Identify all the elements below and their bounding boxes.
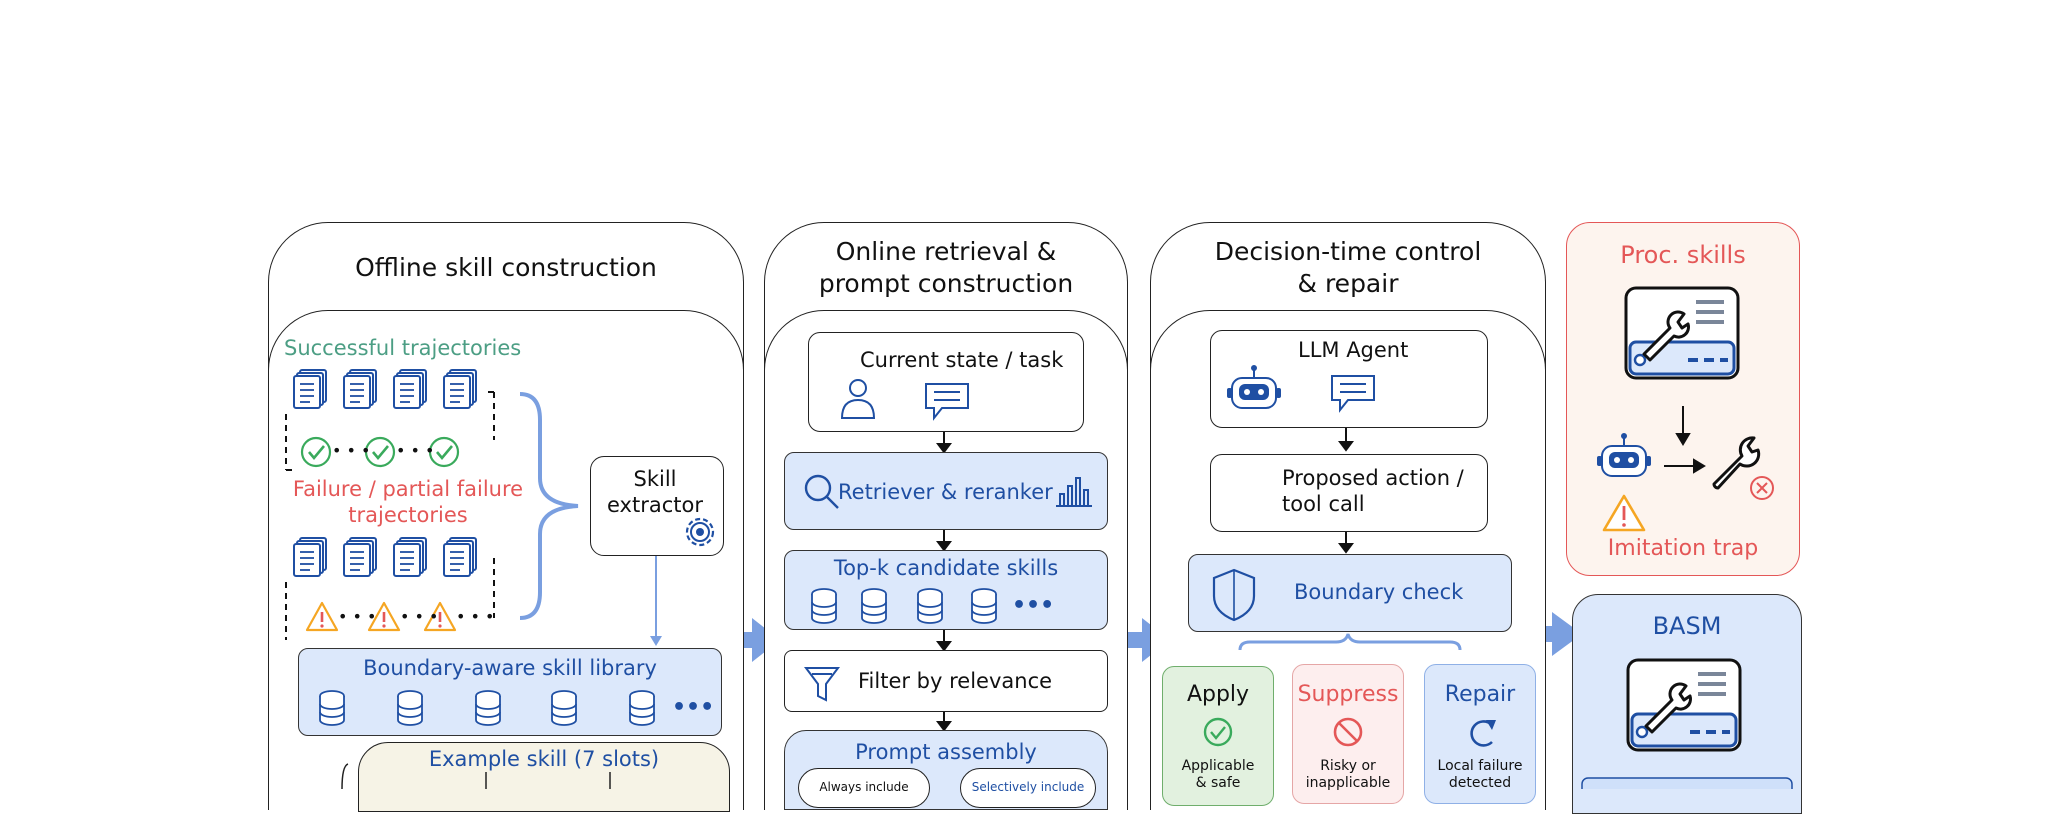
basm-slot-strip — [1581, 777, 1793, 789]
topk-database-icons: ••• — [811, 588, 1054, 624]
decision-title-line1: Decision-time control — [1214, 237, 1482, 266]
suppress-label: Suppress — [1297, 682, 1399, 707]
close-circle-icon — [1750, 476, 1774, 500]
filter-box — [784, 650, 1108, 712]
skill-library-label: Boundary-aware skill library — [363, 656, 657, 680]
chat-icon — [925, 383, 969, 421]
bar-chart-icon — [1056, 477, 1092, 507]
library-database-icons: ••• — [319, 690, 714, 726]
basm-skill-card-icon — [1626, 658, 1742, 752]
topk-box — [784, 550, 1108, 630]
trajectory-graphics: • • • • • • • • • • • • • • • — [285, 369, 662, 646]
suppress-desc-line2: inapplicable — [1305, 775, 1391, 791]
repair-box — [1424, 664, 1536, 804]
apply-desc-line2: & safe — [1195, 775, 1241, 791]
svg-text:• • •: • • • — [332, 441, 370, 460]
svg-text:• • •: • • • — [456, 607, 494, 626]
failure-trajectories-label: Failure / partial failure trajectories — [292, 477, 524, 527]
apply-label: Apply — [1186, 682, 1250, 707]
proc-skill-card-icon — [1624, 286, 1740, 380]
warning-icon — [1602, 494, 1646, 532]
boundary-check-label: Boundary check — [1294, 580, 1464, 604]
shield-icon — [1212, 568, 1256, 622]
offline-title: Offline skill construction — [355, 253, 657, 282]
svg-text:•••: ••• — [1012, 593, 1054, 618]
refresh-icon — [1470, 720, 1496, 747]
gear-icon — [685, 517, 715, 547]
skill-extractor-label: Skill extractor — [607, 467, 703, 517]
example-skill-label: Example skill (7 slots) — [428, 747, 660, 771]
repair-label: Repair — [1444, 682, 1516, 707]
funnel-icon — [804, 667, 840, 702]
suppress-desc-line1: Risky or — [1320, 758, 1376, 774]
proc-skills-panel — [1566, 222, 1800, 576]
stage-arrow-3 — [1520, 612, 1582, 656]
apply-desc-line1: Applicable — [1181, 758, 1255, 774]
svg-text:• • •: • • • — [400, 607, 438, 626]
check-circle-icon — [1203, 717, 1233, 747]
wrench-icon — [1712, 436, 1761, 490]
repair-desc-line2: detected — [1448, 775, 1512, 791]
suppress-box — [1292, 664, 1404, 804]
search-icon — [804, 474, 839, 509]
llm-agent-label: LLM Agent — [1298, 338, 1409, 362]
svg-text:•••: ••• — [672, 695, 714, 720]
successful-trajectories-label: Successful trajectories — [284, 336, 522, 360]
proc-skills-title: Proc. skills — [1620, 241, 1746, 269]
retriever-label: Retriever & reranker — [838, 480, 1053, 504]
online-title-line2: prompt construction — [818, 269, 1074, 298]
svg-text:• • •: • • • — [338, 607, 376, 626]
trajectory-brace — [519, 392, 579, 620]
chat-icon — [1331, 375, 1375, 413]
proposed-line2: tool call — [1282, 492, 1365, 516]
imitation-trap-label: Imitation trap — [1607, 536, 1759, 561]
online-title-line1: Online retrieval & — [835, 237, 1057, 266]
proposed-action-box — [1210, 454, 1488, 532]
decision-brace — [1238, 633, 1462, 651]
basm-title: BASM — [1652, 612, 1722, 640]
retriever-box — [784, 452, 1108, 530]
no-entry-icon — [1333, 717, 1363, 747]
filter-label: Filter by relevance — [858, 669, 1053, 693]
svg-text:• • •: • • • — [396, 441, 434, 460]
robot-icon — [1596, 432, 1652, 477]
person-icon — [840, 379, 876, 419]
prompt-assembly-label: Prompt assembly — [855, 740, 1037, 764]
boundary-check-box — [1188, 554, 1512, 632]
skill-extractor-box — [590, 456, 724, 556]
topk-label: Top-k candidate skills — [833, 556, 1059, 580]
decision-title-line2: & repair — [1297, 269, 1399, 298]
repair-desc-line1: Local failure — [1437, 758, 1523, 774]
current-state-label: Current state / task — [860, 348, 1064, 372]
proposed-line1: Proposed action / — [1282, 466, 1464, 490]
